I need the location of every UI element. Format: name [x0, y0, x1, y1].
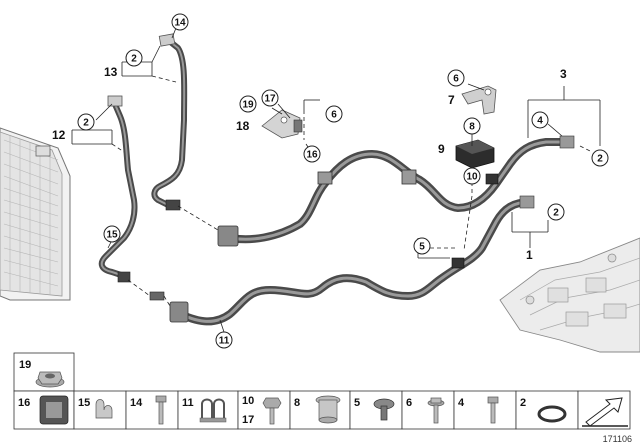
- svg-text:8: 8: [469, 122, 475, 133]
- svg-text:17: 17: [264, 94, 276, 105]
- hose-fittings: [117, 135, 575, 301]
- svg-text:19: 19: [242, 100, 254, 111]
- spacer-sleeve-icon: [315, 395, 341, 424]
- engine-block: [499, 237, 640, 353]
- arrow-marker-icon: [582, 397, 628, 427]
- bolt-icon: [155, 395, 167, 425]
- svg-text:15: 15: [106, 230, 118, 241]
- svg-text:2: 2: [597, 154, 603, 165]
- svg-text:17: 17: [242, 414, 254, 426]
- legend-cell-15: 15: [73, 390, 127, 430]
- svg-text:2: 2: [520, 397, 526, 409]
- legend-cell-arrow: [577, 390, 631, 430]
- circled-callout-8: 8: [463, 117, 481, 135]
- legend-cell-6: 6: [401, 390, 455, 430]
- circled-callout-2: 2: [547, 203, 565, 221]
- double-hose-clip-icon: [199, 398, 227, 423]
- flange-bolt-icon: [427, 397, 445, 424]
- oil-line-lower-12: [98, 95, 138, 279]
- o-ring-icon: [537, 405, 567, 423]
- circled-callout-2: 2: [125, 49, 143, 67]
- svg-text:2: 2: [83, 118, 89, 129]
- svg-text:4: 4: [537, 116, 543, 127]
- leader-lines: [71, 27, 601, 333]
- callout-7: 7: [448, 93, 455, 107]
- legend-cell-10-17: 10 17: [237, 390, 291, 430]
- circled-callout-11: 11: [215, 331, 233, 349]
- circled-callout-6: 6: [447, 69, 465, 87]
- legend-cell-19: 19: [13, 352, 75, 392]
- svg-text:4: 4: [458, 397, 465, 409]
- svg-text:6: 6: [331, 110, 337, 121]
- svg-text:11: 11: [219, 336, 230, 347]
- svg-text:2: 2: [553, 208, 559, 219]
- svg-text:6: 6: [406, 397, 412, 409]
- callout-12: 12: [52, 128, 66, 142]
- svg-text:2: 2: [131, 54, 137, 65]
- legend-cell-4: 4: [453, 390, 517, 430]
- legend-cell-5: 5: [349, 390, 403, 430]
- circled-callout-16: 16: [303, 145, 321, 163]
- circled-callout-2: 2: [77, 113, 95, 131]
- rubber-mount-9: [455, 139, 495, 169]
- parts-legend: 19 16 15 14: [13, 352, 631, 430]
- legend-cell-11: 11: [177, 390, 239, 430]
- circled-callout-10: 10: [463, 167, 481, 185]
- hex-collar-bolt-icon: [262, 397, 282, 425]
- bracket-18: [261, 109, 303, 139]
- oil-line-feed: [217, 138, 570, 247]
- svg-text:16: 16: [306, 150, 318, 161]
- callout-3: 3: [560, 67, 567, 81]
- svg-text:15: 15: [78, 397, 90, 409]
- svg-text:10: 10: [466, 172, 478, 183]
- svg-text:16: 16: [18, 397, 30, 409]
- callout-9: 9: [438, 142, 445, 156]
- hex-nut-flange-icon: [35, 371, 65, 388]
- svg-text:19: 19: [19, 359, 31, 371]
- svg-text:10: 10: [242, 395, 254, 407]
- expanding-rivet-icon: [373, 398, 395, 421]
- circled-callout-14: 14: [171, 13, 189, 31]
- circled-callout-6: 6: [325, 105, 343, 123]
- circled-callout-4: 4: [531, 111, 549, 129]
- svg-text:5: 5: [419, 242, 425, 253]
- svg-text:5: 5: [354, 397, 360, 409]
- short-bolt-icon: [487, 396, 499, 424]
- callout-labels: 13 12 18 7 9 3 1: [52, 65, 567, 262]
- circled-callout-17: 17: [261, 89, 279, 107]
- svg-text:11: 11: [182, 397, 194, 409]
- svg-text:14: 14: [130, 397, 143, 409]
- rubber-grommet-icon: [39, 395, 69, 425]
- legend-cell-14: 14: [125, 390, 179, 430]
- callout-18: 18: [236, 119, 250, 133]
- oil-cooler-radiator: [0, 127, 71, 301]
- oil-line-upper-13: [151, 33, 188, 209]
- callout-1: 1: [526, 248, 533, 262]
- legend-cell-2: 2: [515, 390, 579, 430]
- circled-callout-19: 19: [239, 95, 257, 113]
- legend-cell-8: 8: [289, 390, 351, 430]
- svg-text:6: 6: [453, 74, 459, 85]
- callout-13: 13: [104, 65, 118, 79]
- circled-callout-2: 2: [591, 149, 609, 167]
- circled-callout-15: 15: [103, 225, 121, 243]
- svg-text:14: 14: [174, 18, 186, 29]
- circled-callouts: 14 2 2 19 17 6 16 6 8 10 4 2 2 15 5 11: [77, 13, 609, 349]
- bracket-7: [461, 85, 497, 115]
- hose-clip-icon: [95, 399, 113, 419]
- svg-text:8: 8: [294, 397, 300, 409]
- figure-number: 171106: [603, 434, 632, 444]
- circled-callout-5: 5: [413, 237, 431, 255]
- legend-cell-16: 16: [13, 390, 75, 430]
- oil-line-return: [169, 198, 534, 326]
